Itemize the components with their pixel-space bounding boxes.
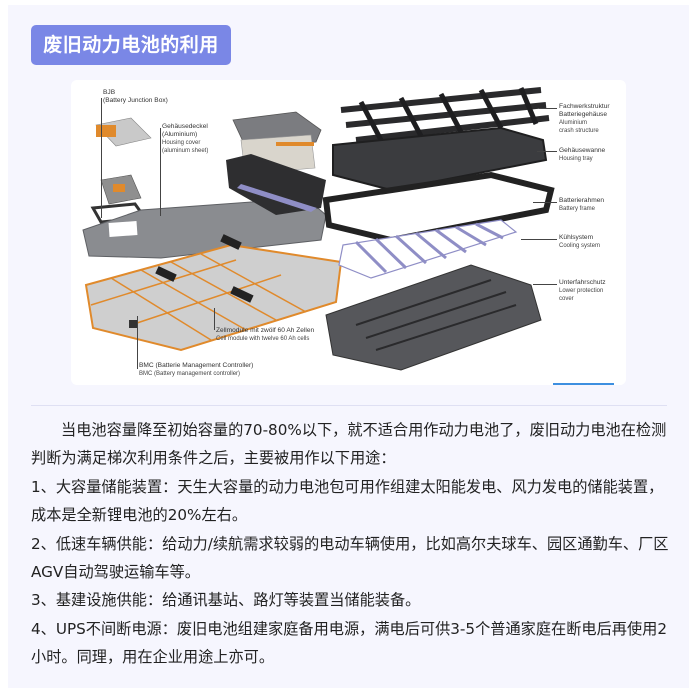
housing-cover-leader-line [160,128,161,216]
label-text: BMC (Battery management controller) [139,371,241,377]
use-item-2: 2、低速车辆供能：给动力/续航需求较弱的电动车辆使用，比如高尔夫球车、园区通勤车… [31,534,669,582]
label-bmc: BMC (Batterie Management Controller) BMC… [139,362,253,378]
label-text: Housing cover [162,140,201,146]
use-item-4: 4、UPS不间断电源：废旧电池组建家庭备用电源，满电后可供3-5个普通家庭在断电… [31,619,667,667]
section-title-badge: 废旧动力电池的利用 [31,25,231,65]
label-text: Aluminium [559,120,588,126]
label-text: (aluminum sheet) [162,148,209,154]
label-housing-cover: Gehäusedeckel (Aluminium) Housing cover … [162,123,208,155]
battery-frame-leader-line [533,202,557,203]
figure-caption-underline [553,383,614,385]
label-bjb: BJB (Battery Junction Box) [103,89,168,105]
label-text: cover [559,296,574,302]
battery-exploded-illustration [82,87,555,371]
cooling-leader-line [521,239,557,240]
label-text: Housing tray [559,156,593,162]
label-text: Battery frame [559,206,596,212]
section-divider [31,405,667,406]
label-lower-protection-cover: Unterfahrschutz Lower protection cover [559,279,606,303]
label-cell-module: Zellmodule mit zwölf 60 Ah Zellen Cell m… [216,327,314,343]
intro-paragraph: 当电池容量降至初始容量的70-80%以下，就不适合用作动力电池了，废旧动力电池在… [31,421,667,468]
bjb-leader-line [101,98,102,218]
label-text: Batteriegehäuse [559,111,608,118]
crash-structure-leader-line [539,108,557,109]
label-text: BMC (Batterie Management Controller) [139,362,254,369]
lower-cover-leader-line [533,284,557,285]
label-text: Lower protection [559,288,604,294]
label-bjb-de: BJB [103,89,116,96]
label-text: Gehäusewanne [559,147,606,154]
label-crash-structure: Fachwerkstruktur Batteriegehäuse Alumini… [559,103,610,135]
label-cooling-system: Kühlsystem Cooling system [559,234,600,250]
label-text: Fachwerkstruktur [559,103,610,110]
label-text: crash structure [559,128,599,134]
label-text: Unterfahrschutz [559,279,606,286]
label-text: Zellmodule mit zwölf 60 Ah Zellen [216,327,315,334]
bmc-leader-line [137,316,138,369]
cell-module-leader-line [214,308,215,330]
label-text: Kühlsystem [559,234,594,241]
label-text: Cell module with twelve 60 Ah cells [216,336,310,342]
article-body: 当电池容量降至初始容量的70-80%以下，就不适合用作动力电池了，废旧动力电池在… [31,416,671,672]
label-text: Cooling system [559,243,601,249]
use-item-1: 1、大容量储能装置：天生大容量的动力电池包可用作组建太阳能发电、风力发电的储能装… [31,477,664,525]
label-housing-tray: Gehäusewanne Housing tray [559,147,605,163]
battery-exploded-diagram[interactable]: BJB (Battery Junction Box) Gehäusedeckel… [71,80,626,385]
label-text: Batterierahmen [559,197,605,204]
label-text: (Aluminium) [162,131,198,138]
housing-tray-leader-line [537,151,557,152]
label-text: Gehäusedeckel [162,123,208,130]
label-battery-frame: Batterierahmen Battery frame [559,197,604,213]
label-bjb-en: (Battery Junction Box) [103,97,168,104]
use-item-3: 3、基建设施供能：给通讯基站、路灯等装置当储能装备。 [31,591,421,610]
